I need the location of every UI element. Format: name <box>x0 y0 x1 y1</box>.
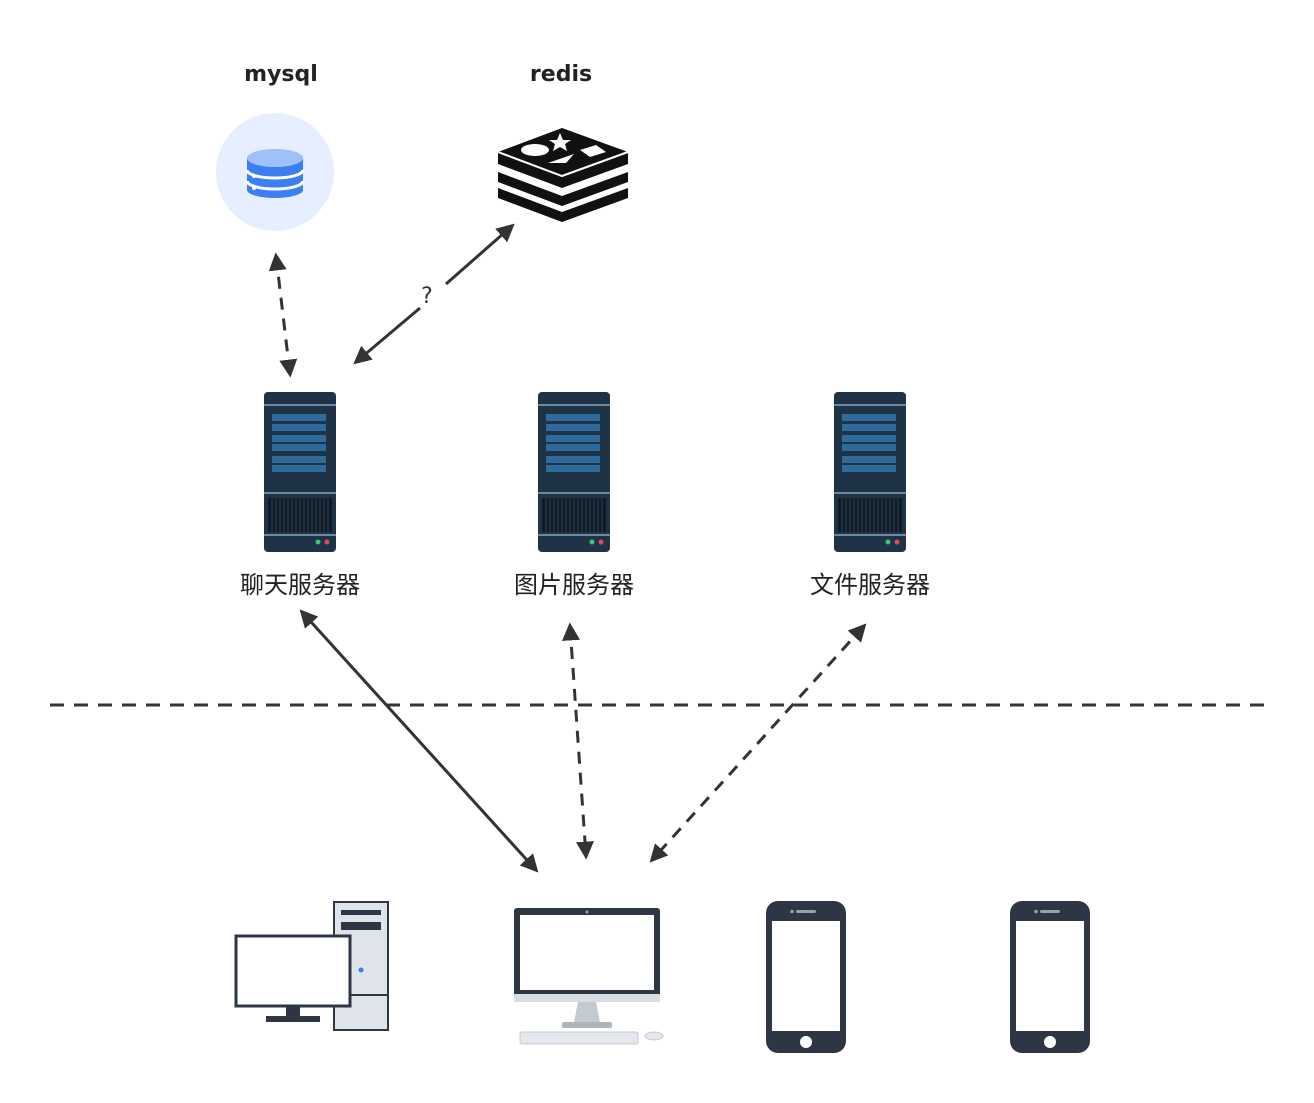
file-server-icon <box>833 391 907 553</box>
database-icon <box>216 113 334 231</box>
image-server-label: 图片服务器 <box>514 571 634 599</box>
chat-server-icon <box>263 391 337 553</box>
mysql-label: mysql <box>244 62 318 87</box>
smartphone-icon <box>766 901 846 1053</box>
redis-label: redis <box>530 62 592 87</box>
arrow-client-chat <box>299 609 539 873</box>
arrow-chat-mysql <box>268 252 298 378</box>
smartphone-icon <box>1010 901 1090 1053</box>
file-server-label: 文件服务器 <box>810 571 930 599</box>
redis-question-label: ? <box>421 284 433 309</box>
chat-server-label: 聊天服务器 <box>240 571 360 599</box>
arrow-client-file <box>649 623 867 863</box>
arrow-client-image <box>562 622 594 860</box>
arrow-chat-redis-upper <box>445 223 515 286</box>
desktop-pc-icon <box>234 901 389 1031</box>
image-server-icon <box>537 391 611 553</box>
arrow-chat-redis-lower <box>353 306 421 365</box>
redis-logo-icon <box>497 128 629 222</box>
imac-icon <box>514 908 664 1045</box>
